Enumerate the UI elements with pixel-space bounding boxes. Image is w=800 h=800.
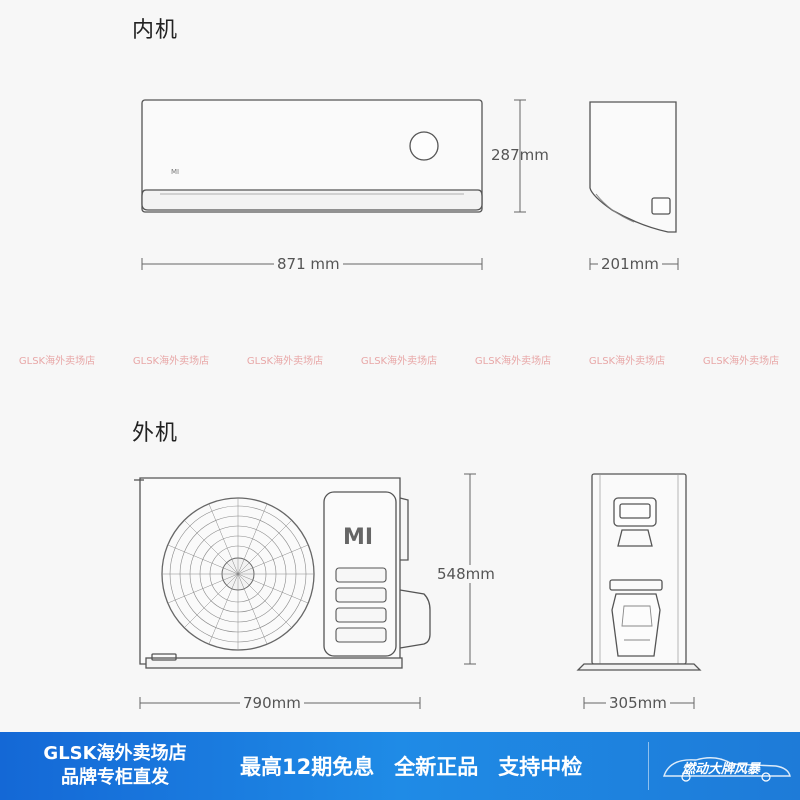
outdoor-height-label: 548mm — [434, 565, 498, 583]
indoor-height-label: 287mm — [491, 146, 549, 164]
outdoor-panel-louvers — [335, 567, 387, 643]
promo-installments: 最高12期免息 — [240, 755, 375, 779]
watermark-text: GLSK海外卖场店 — [246, 356, 324, 367]
watermark-text: GLSK海外卖场店 — [18, 356, 96, 367]
campaign-logo-icon — [663, 757, 791, 782]
indoor-unit-front — [141, 99, 483, 213]
outdoor-depth-label: 305mm — [606, 694, 670, 712]
watermark-text: GLSK海外卖场店 — [360, 356, 438, 367]
outdoor-width-label: 790mm — [240, 694, 304, 712]
promo-banner: GLSK海外卖场店 品牌专柜直发 最高12期免息 全新正品 支持中检 — [0, 732, 800, 800]
store-tagline: 品牌专柜直发 — [61, 767, 169, 788]
indoor-height-dimension — [514, 99, 526, 213]
store-name-block: GLSK海外卖场店 品牌专柜直发 — [0, 732, 230, 800]
campaign-logo-text: 燃动大牌风暴 — [682, 762, 761, 777]
watermark-text: GLSK海外卖场店 — [588, 356, 666, 367]
watermark-row: GLSK海外卖场店 GLSK海外卖场店 GLSK海外卖场店 GLSK海外卖场店 … — [0, 352, 800, 372]
promo-list: 最高12期免息 全新正品 支持中检 — [240, 732, 582, 800]
promo-genuine: 全新正品 — [394, 755, 479, 779]
watermark-text: GLSK海外卖场店 — [702, 356, 780, 367]
indoor-brand-mark: MI — [171, 168, 179, 176]
watermark-text: GLSK海外卖场店 — [474, 356, 552, 367]
outdoor-brand-mark: MI — [343, 525, 373, 550]
outdoor-unit-side — [576, 473, 702, 671]
banner-divider — [648, 742, 649, 790]
indoor-width-label: 871 mm — [274, 255, 343, 273]
promo-inspection: 支持中检 — [498, 755, 583, 779]
indoor-depth-label: 201mm — [598, 255, 662, 273]
indoor-unit-side — [589, 101, 677, 233]
watermark-text: GLSK海外卖场店 — [132, 356, 210, 367]
store-name: GLSK海外卖场店 — [43, 743, 187, 764]
indoor-unit-title: 内机 — [132, 18, 179, 43]
outdoor-fan-grille — [161, 497, 315, 651]
outdoor-unit-title: 外机 — [132, 421, 179, 446]
